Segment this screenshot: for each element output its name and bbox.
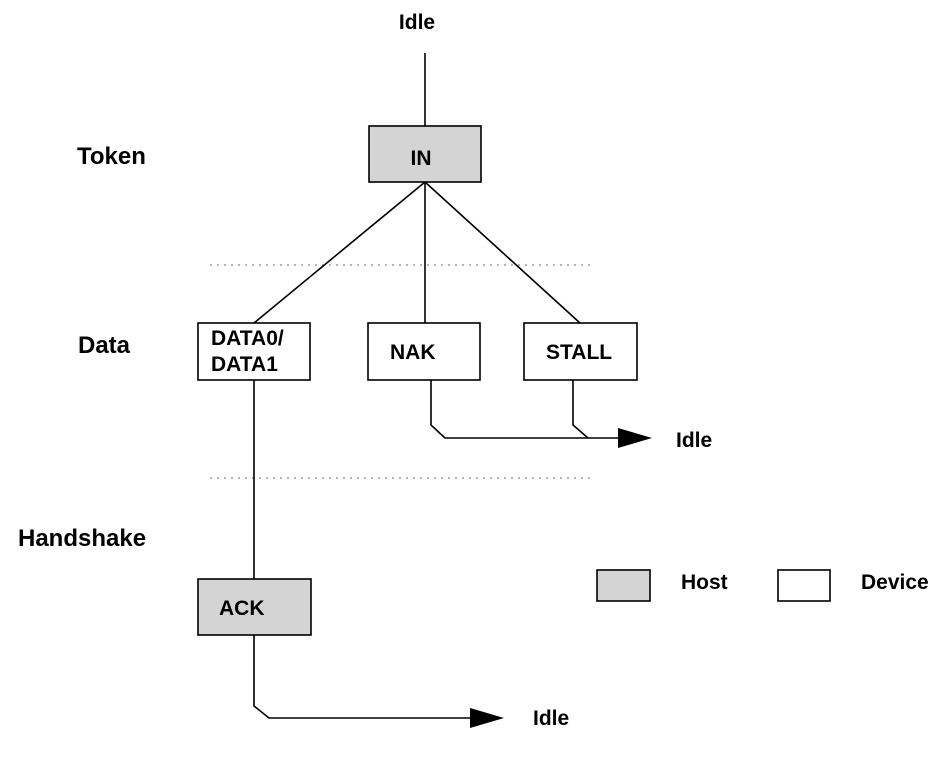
data0-label: DATA0/ — [211, 327, 284, 350]
phase-label-handshake: Handshake — [18, 525, 146, 552]
in-to-stall-connector — [424, 181, 581, 324]
phase-label-token: Token — [77, 143, 146, 170]
legend-device-swatch — [777, 569, 831, 602]
stall-label: STALL — [546, 341, 612, 364]
nak-box — [367, 322, 481, 381]
ack-idle-arrowhead — [470, 708, 504, 728]
legend-device-label: Device — [861, 571, 929, 594]
stall-to-idle-connector — [572, 380, 589, 439]
ack-label: ACK — [219, 597, 265, 620]
nak-to-idle-connector — [430, 380, 620, 439]
idle-start-label: Idle — [399, 11, 435, 34]
nak-stall-idle-arrowhead — [618, 428, 652, 448]
nak-label: NAK — [390, 341, 436, 364]
in-token-box — [368, 125, 482, 183]
legend-host-label: Host — [681, 571, 728, 594]
idle-after-ack-label: Idle — [533, 707, 569, 730]
idle-after-nak-stall-label: Idle — [676, 429, 712, 452]
phase-label-data: Data — [78, 332, 131, 359]
ack-box — [197, 578, 312, 636]
legend-host-swatch — [596, 569, 651, 602]
in-token-label: IN — [411, 147, 432, 170]
in-to-data-connector — [253, 181, 426, 324]
ack-to-idle-connector — [253, 635, 473, 719]
data1-label: DATA1 — [211, 353, 278, 376]
stall-box — [523, 322, 638, 381]
